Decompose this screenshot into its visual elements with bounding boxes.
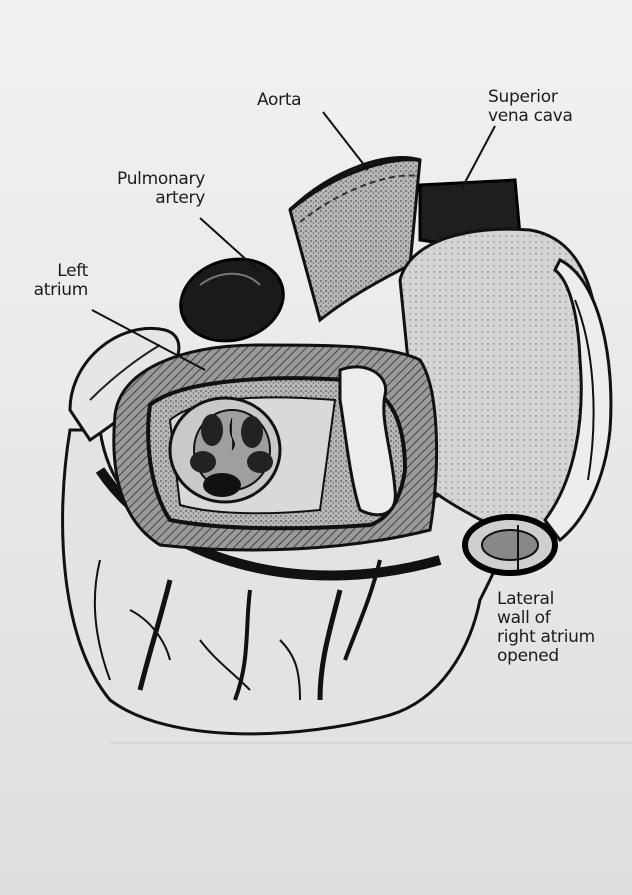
label-aorta: Aorta [257,91,301,110]
label-svc-line2: vena cava [488,107,573,126]
label-left-atrium-line2: atrium [30,281,88,300]
label-pulmonary-line1: Pulmonary [85,170,205,189]
label-lateral-wall: Lateral wall of right atrium opened [497,590,595,666]
label-svc-line1: Superior [488,88,573,107]
label-pulmonary-line2: artery [85,189,205,208]
pulmonary-artery [171,248,292,352]
label-left-atrium: Left atrium [30,262,88,300]
label-lateral-line3: right atrium [497,628,595,647]
label-lateral-line2: wall of [497,609,595,628]
label-left-atrium-line1: Left [30,262,88,281]
label-superior-vena-cava: Superior vena cava [488,88,573,126]
label-aorta-line: Aorta [257,91,301,110]
label-pulmonary-artery: Pulmonary artery [85,170,205,208]
valve-orifice [170,398,280,502]
label-lateral-line4: opened [497,647,595,666]
label-lateral-line1: Lateral [497,590,595,609]
